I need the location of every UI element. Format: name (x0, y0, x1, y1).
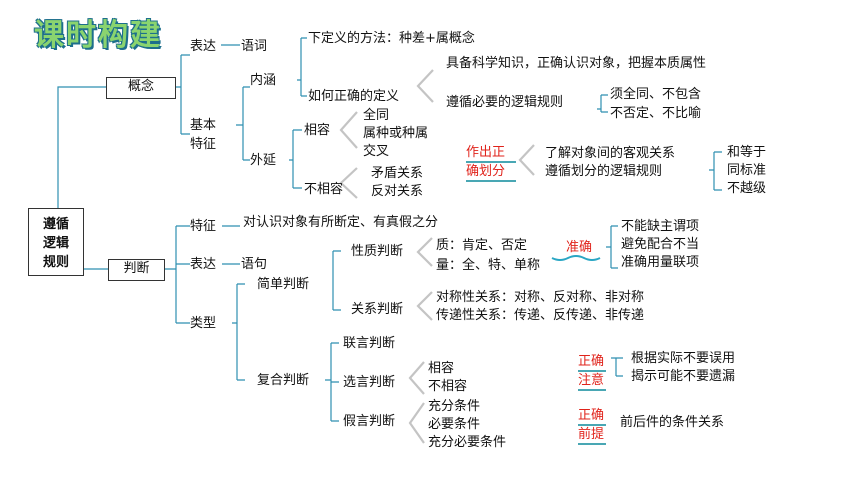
define-rule-1: 须全同、不包含 (610, 87, 702, 102)
judgment-feature: 特征 (190, 219, 217, 234)
definition-method: 下定义的方法：种差+属概念 (308, 31, 475, 46)
attention-list: 根据实际不要误用 揭示可能不要遗漏 (631, 350, 735, 386)
define-need-2: 遵循必要的逻辑规则 (446, 95, 564, 110)
disjunctive-judgment: 选言判断 (343, 375, 396, 390)
compatible-item: 交叉 (363, 144, 390, 159)
premise-text: 前后件的条件关系 (620, 415, 725, 430)
incompatible: 不相容 (304, 182, 344, 197)
extension: 外延 (250, 153, 277, 168)
intension: 内涵 (250, 73, 277, 88)
concept-word: 语词 (241, 39, 268, 54)
accuracy-item: 避免配合不当 (621, 237, 700, 252)
how-to-define: 如何正确的定义 (308, 89, 400, 104)
accuracy-label: 准确 (566, 240, 593, 255)
conjunctive-judgment: 联言判断 (343, 336, 396, 351)
compatible-item: 全同 (363, 108, 390, 123)
division-rule: 不越级 (727, 181, 767, 196)
attention-item: 根据实际不要误用 (631, 351, 736, 366)
accuracy-list: 不能缺主谓项 避免配合不当 准确用量联项 (621, 218, 699, 272)
premise-label: 正确 前提 (578, 408, 605, 442)
compound-judgment: 复合判断 (257, 373, 310, 388)
quantity: 量：全、特、单称 (436, 258, 541, 273)
accuracy-item: 准确用量联项 (621, 255, 700, 270)
quality: 质：肯定、否定 (436, 238, 528, 253)
judgment-types: 类型 (190, 316, 217, 331)
judgment-sentence: 语句 (241, 257, 268, 272)
compatible-item: 属种或种属 (363, 126, 429, 141)
disjunctive-item: 相容 (428, 361, 455, 376)
root-node: 遵循 逻辑 规则 (28, 208, 84, 276)
hypothetical-item: 充分必要条件 (428, 435, 507, 450)
incompatible-item: 矛盾关系 (371, 166, 424, 181)
compatible: 相容 (304, 123, 331, 138)
symmetric-relation: 对称性关系：对称、反对称、非对称 (436, 290, 645, 305)
division-rule: 和等于 (727, 145, 767, 160)
division-step-2: 遵循划分的逻辑规则 (545, 164, 663, 179)
disjunctive-item: 不相容 (428, 379, 468, 394)
simple-judgment: 简单判断 (257, 277, 310, 292)
transitive-relation: 传递性关系：传递、反传递、非传递 (436, 308, 645, 323)
relation-judgment: 关系判断 (351, 302, 404, 317)
define-need-1: 具备科学知识，正确认识对象，把握本质属性 (446, 56, 707, 71)
basic-features: 基本 特征 (190, 118, 217, 152)
incompatible-list: 矛盾关系 反对关系 (371, 165, 423, 201)
hypothetical-list: 充分条件 必要条件 充分必要条件 (428, 398, 506, 452)
judgment-node: 判断 (108, 259, 165, 281)
judgment-feature-text: 对认识对象有所断定、有真假之分 (243, 215, 439, 230)
division-rule: 同标准 (727, 163, 767, 178)
attention-label: 正确 注意 (578, 354, 605, 388)
compatible-list: 全同 属种或种属 交叉 (363, 107, 428, 161)
disjunctive-list: 相容 不相容 (428, 360, 467, 396)
division-step-1: 了解对象间的客观关系 (545, 146, 676, 161)
attention-item: 揭示可能不要遗漏 (631, 369, 736, 384)
concept-expression: 表达 (190, 39, 217, 54)
page-title: 课时构建 (34, 18, 162, 53)
division-rules: 和等于 同标准 不越级 (727, 144, 766, 198)
hypothetical-item: 必要条件 (428, 417, 481, 432)
accuracy-item: 不能缺主谓项 (621, 219, 700, 234)
division-label: 作出正 确划分 (466, 145, 506, 179)
property-judgment: 性质判断 (351, 244, 404, 259)
judgment-expression: 表达 (190, 257, 217, 272)
incompatible-item: 反对关系 (371, 184, 424, 199)
define-rule-2: 不否定、不比喻 (610, 106, 702, 121)
concept-node: 概念 (106, 77, 176, 99)
hypothetical-judgment: 假言判断 (343, 414, 396, 429)
hypothetical-item: 充分条件 (428, 399, 481, 414)
